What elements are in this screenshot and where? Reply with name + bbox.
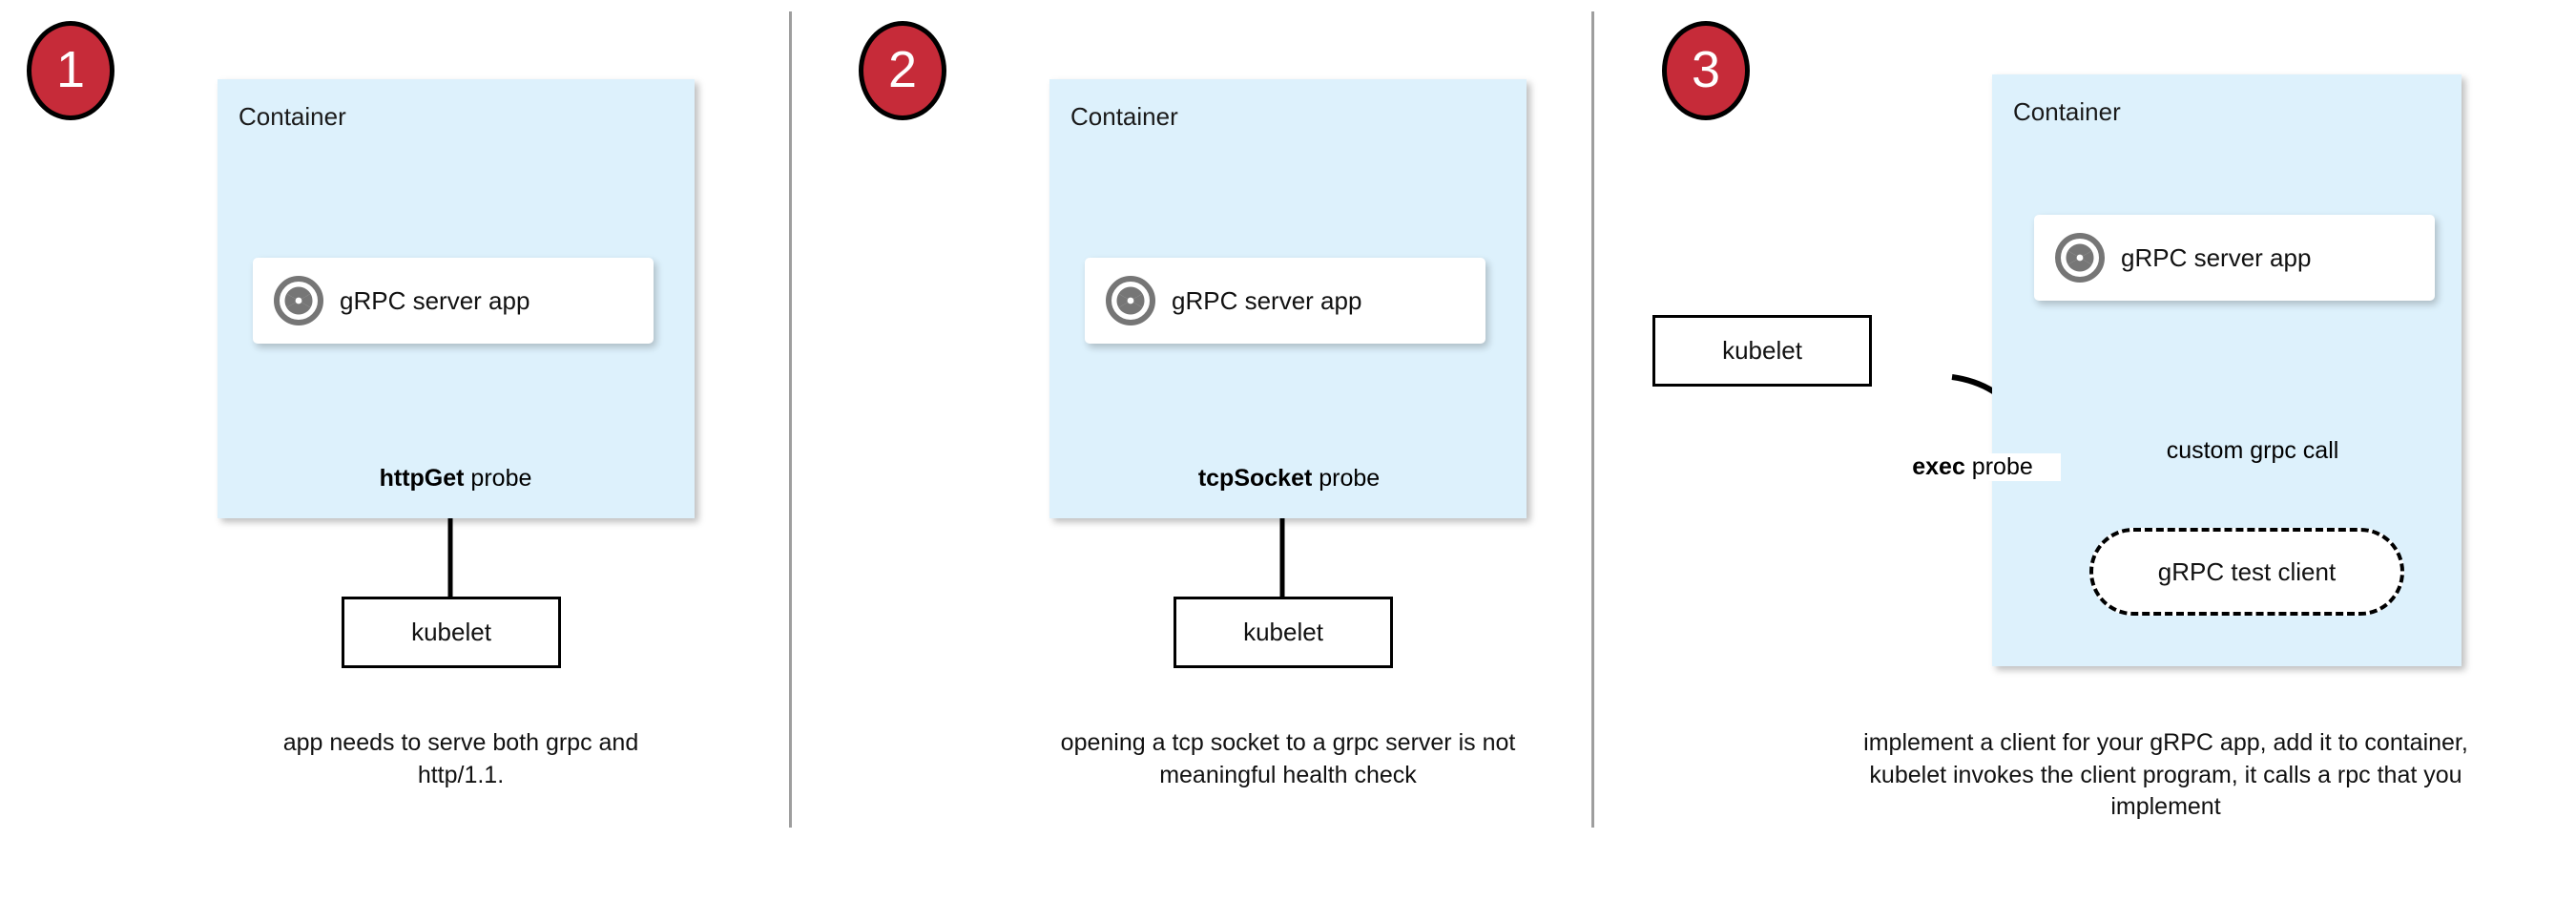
- custom-grpc-call-text: custom grpc call: [2166, 437, 2339, 464]
- exec-probe-label: exec probe: [1884, 453, 2061, 481]
- kubelet-box-1[interactable]: kubelet: [342, 597, 561, 668]
- grpc-server-app-label: gRPC server app: [2121, 242, 2312, 272]
- grpc-server-app-card-3[interactable]: gRPC server app: [2034, 215, 2435, 301]
- httpget-probe-label-rest: probe: [464, 465, 532, 492]
- step-badge-1: 1: [27, 21, 114, 120]
- grpc-aperture-icon: [2055, 233, 2105, 283]
- grpc-test-client-label: gRPC test client: [2157, 556, 2337, 586]
- httpget-probe-label: httpGet probe: [343, 465, 568, 493]
- grpc-aperture-icon: [274, 276, 323, 325]
- step-number: 2: [887, 41, 918, 98]
- step-badge-3: 3: [1662, 21, 1750, 120]
- grpc-aperture-icon: [1106, 276, 1155, 325]
- grpc-test-client-box[interactable]: gRPC test client: [2089, 528, 2404, 616]
- container-label: Container: [1070, 102, 1178, 131]
- grpc-server-app-card-2[interactable]: gRPC server app: [1085, 258, 1485, 344]
- kubelet-box-2[interactable]: kubelet: [1174, 597, 1393, 668]
- kubelet-label: kubelet: [1722, 336, 1802, 365]
- panel-divider-2: [1591, 11, 1594, 828]
- grpc-server-app-label: gRPC server app: [1172, 285, 1362, 315]
- tcpsocket-probe-label-rest: probe: [1312, 465, 1381, 492]
- tcpsocket-probe-label-bold: tcpSocket: [1197, 465, 1313, 492]
- step-number: 3: [1691, 41, 1721, 98]
- tcpsocket-probe-label: tcpSocket probe: [1159, 465, 1419, 493]
- container-label: Container: [239, 102, 346, 131]
- panel-caption-3: implement a client for your gRPC app, ad…: [1863, 729, 2468, 820]
- grpc-server-app-label: gRPC server app: [340, 285, 530, 315]
- kubelet-box-3[interactable]: kubelet: [1652, 315, 1872, 387]
- panel-caption-2: opening a tcp socket to a grpc server is…: [1060, 729, 1516, 788]
- exec-probe-label-bold: exec: [1912, 453, 1965, 480]
- kubelet-label: kubelet: [411, 618, 491, 646]
- kubelet-label: kubelet: [1243, 618, 1323, 646]
- httpget-probe-label-bold: httpGet: [379, 465, 465, 492]
- panel-divider-1: [789, 11, 792, 828]
- container-label: Container: [2013, 97, 2121, 126]
- custom-grpc-call-label: custom grpc call: [2120, 437, 2385, 465]
- panel-caption-1: app needs to serve both grpc and http/1.…: [282, 729, 639, 788]
- step-number: 1: [55, 41, 86, 98]
- exec-probe-label-rest: probe: [1964, 453, 2033, 480]
- grpc-server-app-card-1[interactable]: gRPC server app: [253, 258, 654, 344]
- step-badge-2: 2: [859, 21, 946, 120]
